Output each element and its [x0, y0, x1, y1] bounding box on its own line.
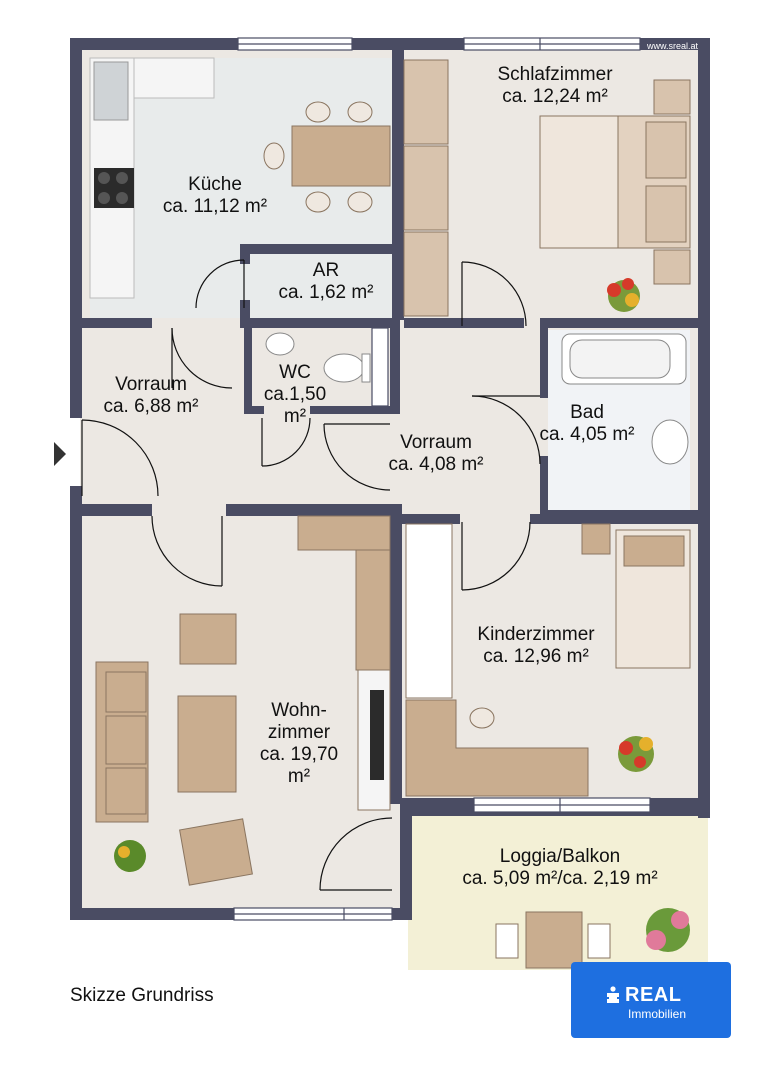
windows	[233, 37, 651, 921]
plant-icon	[114, 840, 146, 872]
brand-logo: REAL Immobilien	[571, 962, 731, 1038]
plan-caption: Skizze Grundriss	[70, 985, 214, 1006]
kids-room-furniture	[405, 523, 691, 797]
living-furniture	[95, 515, 391, 886]
brand-name: REAL	[625, 984, 682, 1006]
kitchen-furniture	[89, 57, 391, 299]
entrance-arrow-icon	[54, 442, 66, 466]
brand-subtitle: Immobilien	[628, 1007, 687, 1021]
door-swings	[81, 259, 541, 891]
plant-icon	[607, 278, 640, 312]
sparkasse-s-icon	[607, 986, 619, 1003]
watermark: www.sreal.at	[647, 41, 699, 51]
bedroom-furniture	[403, 59, 691, 317]
plant-icon	[618, 736, 654, 772]
loggia-furniture	[495, 911, 611, 969]
kitchen-tiles	[90, 58, 392, 318]
plant-icon	[646, 908, 690, 952]
bathroom-fixtures	[265, 332, 689, 465]
